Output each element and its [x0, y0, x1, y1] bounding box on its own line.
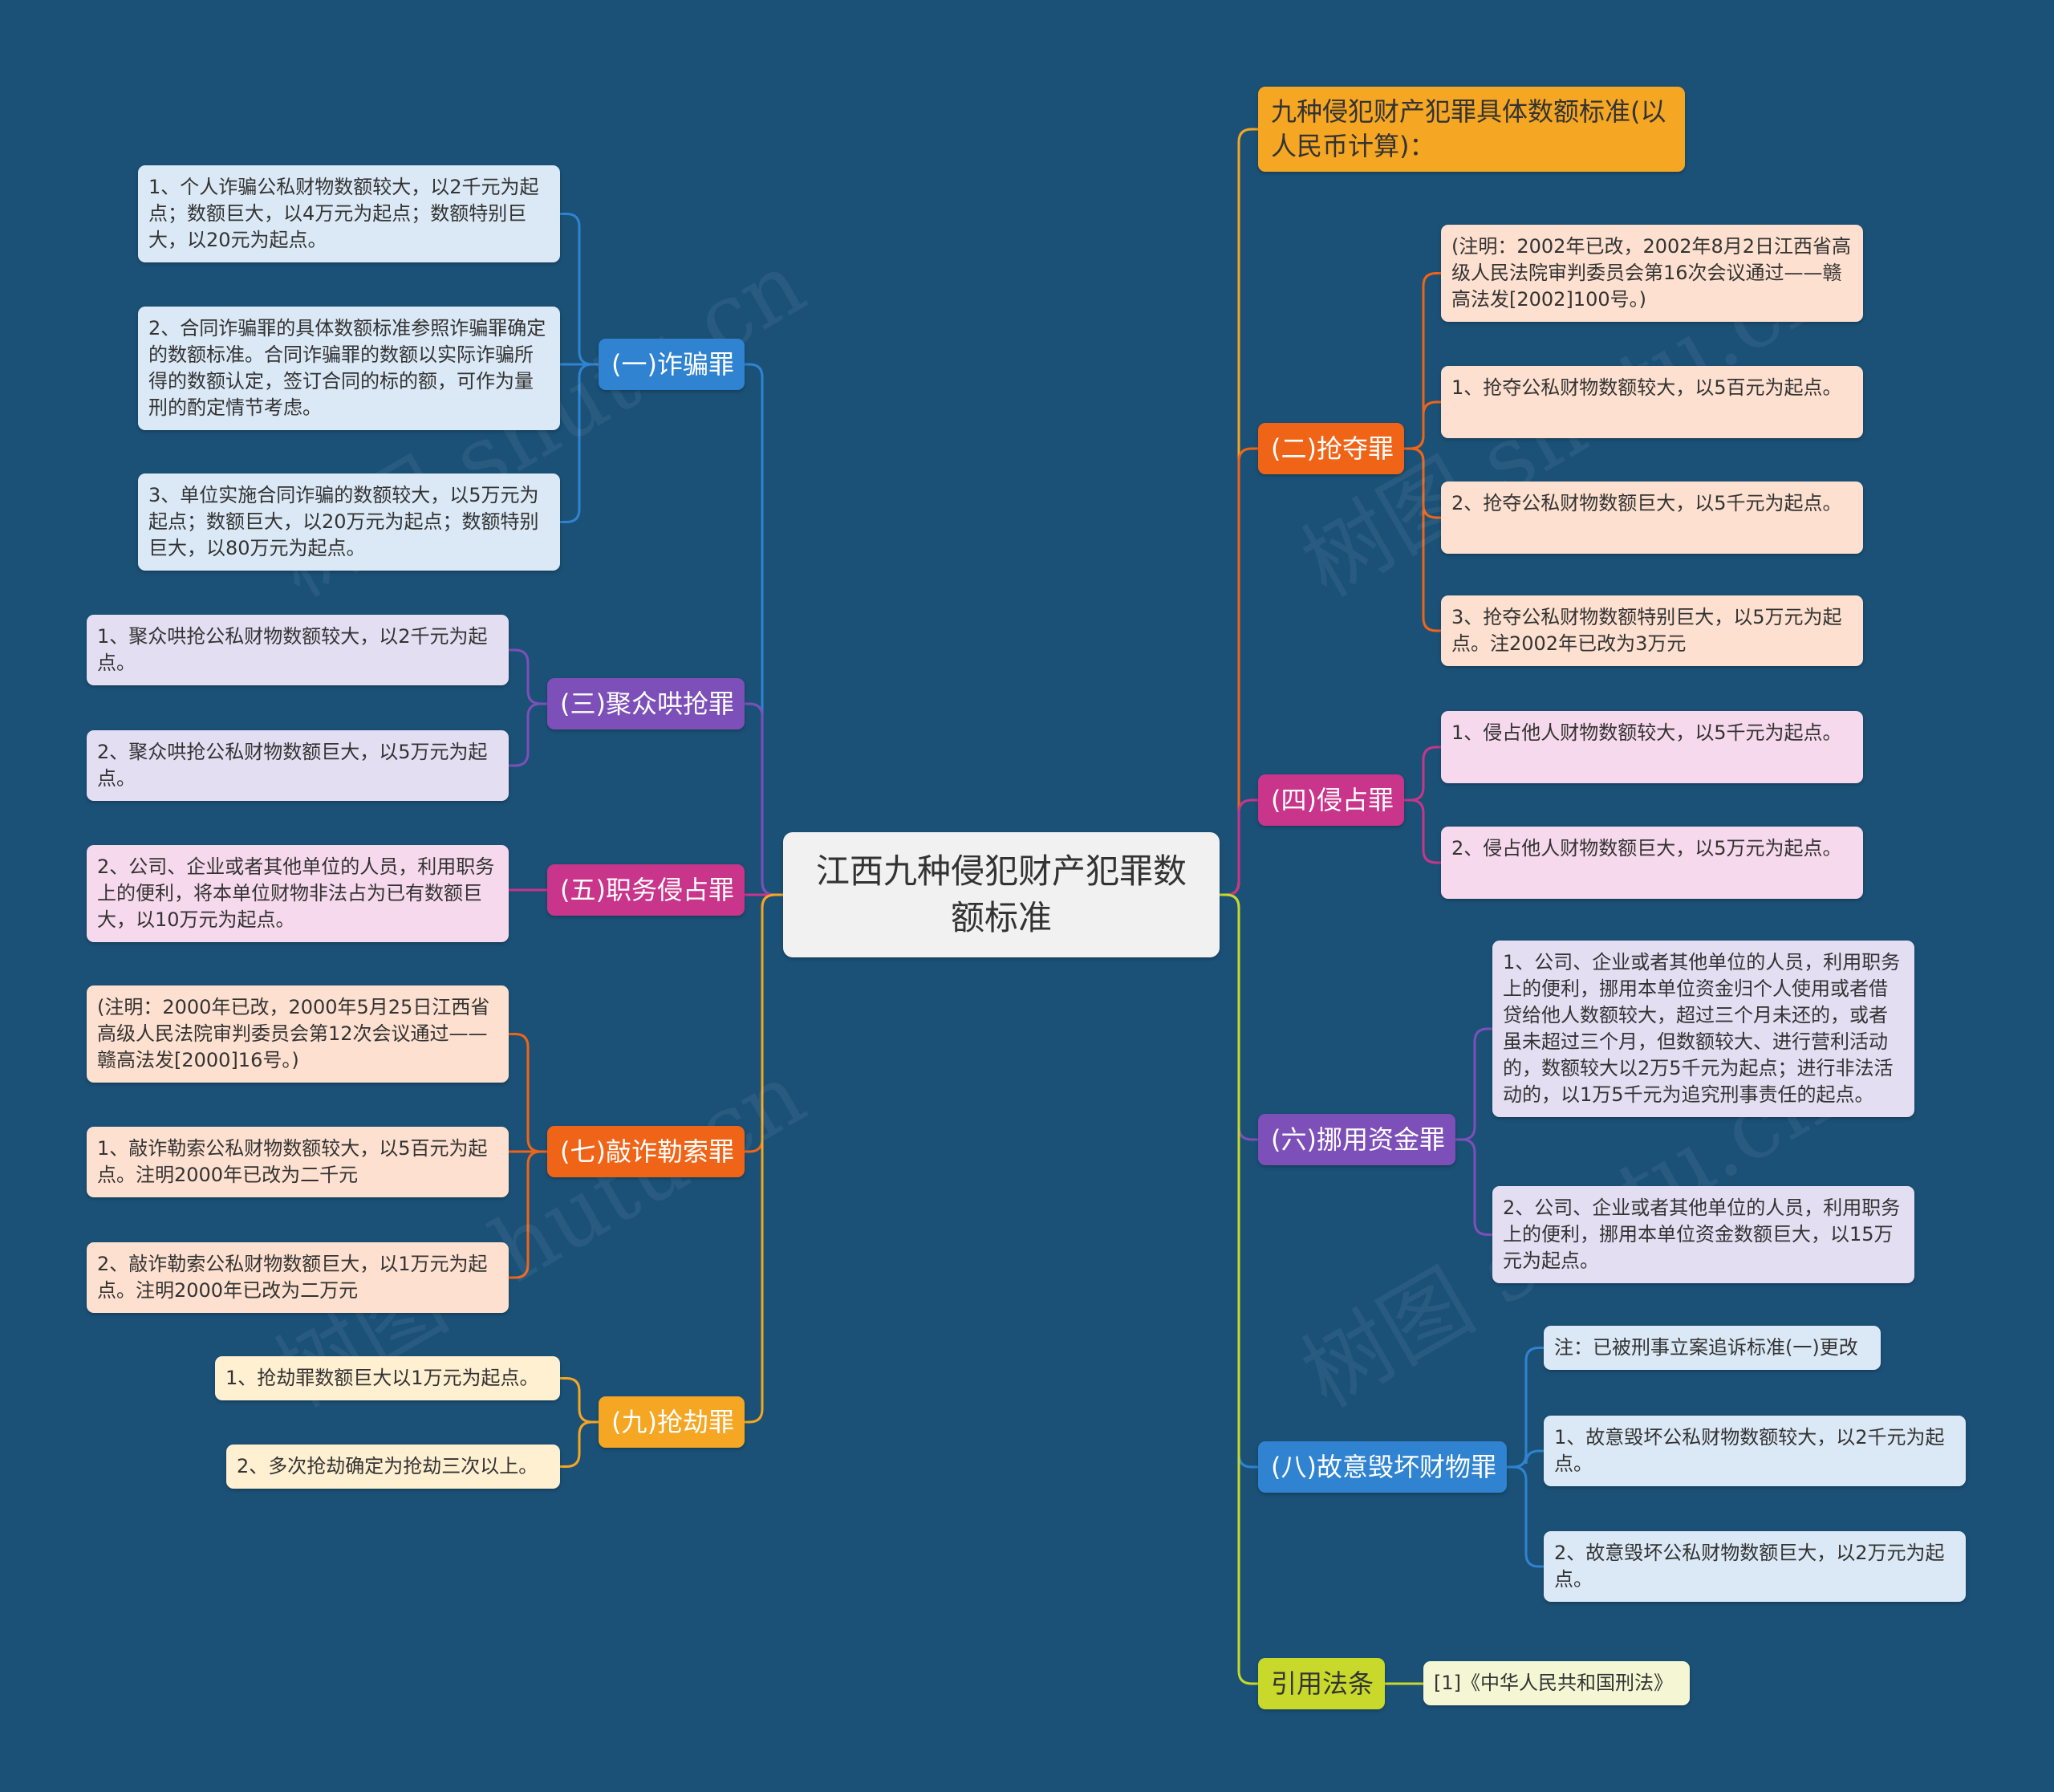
leaf-conversion-1[interactable]: 1、侵占他人财物数额较大，以5千元为起点。	[1441, 711, 1863, 783]
connector-line	[509, 648, 547, 705]
root-topic[interactable]: 江西九种侵犯财产犯罪数额标准	[783, 832, 1220, 957]
leaf-snatching-3[interactable]: 3、抢夺公私财物数额特别巨大，以5万元为起点。注2002年已改为3万元	[1441, 595, 1863, 666]
leaf-fraud-3[interactable]: 3、单位实施合同诈骗的数额较大，以5万元为起点；数额巨大，以20万元为起点；数额…	[138, 473, 560, 571]
leaf-robbery-2[interactable]: 2、多次抢劫确定为抢劫三次以上。	[226, 1445, 560, 1489]
connector-line	[745, 702, 783, 896]
leaf-fraud-2[interactable]: 2、合同诈骗罪的具体数额标准参照诈骗罪确定的数额标准。合同诈骗罪的数额以实际诈骗…	[138, 307, 560, 430]
branch-conversion[interactable]: (四)侵占罪	[1258, 774, 1404, 826]
branch-cited-law[interactable]: 引用法条	[1258, 1658, 1385, 1709]
leaf-fund-misappropriation-1[interactable]: 1、公司、企业或者其他单位的人员，利用职务上的便利，挪用本单位资金归个人使用或者…	[1492, 941, 1914, 1117]
branch-embezzlement[interactable]: (五)职务侵占罪	[547, 864, 745, 916]
leaf-fund-misappropriation-2[interactable]: 2、公司、企业或者其他单位的人员，利用职务上的便利，挪用本单位资金数额巨大，以1…	[1492, 1186, 1914, 1283]
connector-line	[745, 893, 783, 1424]
connector-line	[509, 1033, 547, 1153]
leaf-mass-looting-2[interactable]: 2、聚众哄抢公私财物数额巨大，以5万元为起点。	[87, 730, 509, 801]
branch-property-damage[interactable]: (八)故意毁坏财物罪	[1258, 1441, 1507, 1493]
connector-line	[509, 702, 547, 767]
branch-mass-looting[interactable]: (三)聚众哄抢罪	[547, 678, 745, 729]
connector-line	[560, 363, 599, 523]
branch-snatching[interactable]: (二)抢夺罪	[1258, 423, 1404, 474]
connector-line	[1507, 1347, 1544, 1469]
leaf-snatching-1[interactable]: 1、抢夺公私财物数额较大，以5百元为起点。	[1441, 366, 1863, 438]
connector-line	[1404, 447, 1441, 632]
leaf-criminal-law-reference[interactable]: [1]《中华人民共和国刑法》	[1423, 1661, 1690, 1705]
connector-line	[1455, 1027, 1492, 1141]
connector-line	[1507, 1465, 1544, 1568]
connector-line	[560, 1420, 599, 1468]
branch-extortion[interactable]: (七)敲诈勒索罪	[547, 1126, 745, 1177]
branch-robbery[interactable]: (九)抢劫罪	[599, 1396, 745, 1448]
connector-line	[1455, 1138, 1492, 1236]
leaf-extortion-note[interactable]: (注明：2000年已改，2000年5月25日江西省高级人民法院审判委员会第12次…	[87, 985, 509, 1083]
branch-standard-heading[interactable]: 九种侵犯财产犯罪具体数额标准(以人民币计算)：	[1258, 87, 1685, 172]
connector-line	[1220, 798, 1258, 896]
connector-line	[745, 893, 783, 1153]
connector-line	[1507, 1449, 1544, 1469]
branch-fund-misappropriation[interactable]: (六)挪用资金罪	[1258, 1114, 1455, 1165]
leaf-property-damage-1[interactable]: 1、故意毁坏公私财物数额较大，以2千元为起点。	[1544, 1416, 1966, 1486]
leaf-property-damage-2[interactable]: 2、故意毁坏公私财物数额巨大，以2万元为起点。	[1544, 1531, 1966, 1602]
leaf-extortion-1[interactable]: 1、敲诈勒索公私财物数额较大，以5百元为起点。注明2000年已改为二千元	[87, 1127, 509, 1197]
leaf-robbery-1[interactable]: 1、抢劫罪数额巨大以1万元为起点。	[215, 1356, 560, 1400]
leaf-snatching-2[interactable]: 2、抢夺公私财物数额巨大，以5千元为起点。	[1441, 482, 1863, 554]
connector-line	[560, 1377, 599, 1424]
leaf-property-damage-note[interactable]: 注：已被刑事立案追诉标准(一)更改	[1544, 1326, 1881, 1370]
connector-line	[1404, 746, 1441, 802]
leaf-mass-looting-1[interactable]: 1、聚众哄抢公私财物数额较大，以2千元为起点。	[87, 615, 509, 685]
leaf-fraud-1[interactable]: 1、个人诈骗公私财物数额较大，以2千元为起点；数额巨大，以4万元为起点；数额特别…	[138, 165, 560, 262]
connector-line	[509, 1150, 547, 1279]
connector-line	[1404, 798, 1441, 864]
branch-fraud[interactable]: (一)诈骗罪	[599, 339, 745, 390]
leaf-snatching-note[interactable]: (注明：2002年已改，2002年8月2日江西省高级人民法院审判委员会第16次会…	[1441, 225, 1863, 322]
connector-line	[1220, 893, 1258, 1685]
connector-line	[1404, 400, 1441, 450]
connector-line	[560, 213, 599, 366]
leaf-extortion-2[interactable]: 2、敲诈勒索公私财物数额巨大，以1万元为起点。注明2000年已改为二万元	[87, 1242, 509, 1313]
leaf-embezzlement-1[interactable]: 2、公司、企业或者其他单位的人员，利用职务上的便利，将本单位财物非法占为已有数额…	[87, 845, 509, 942]
leaf-conversion-2[interactable]: 2、侵占他人财物数额巨大，以5万元为起点。	[1441, 827, 1863, 899]
connector-line	[745, 363, 783, 896]
